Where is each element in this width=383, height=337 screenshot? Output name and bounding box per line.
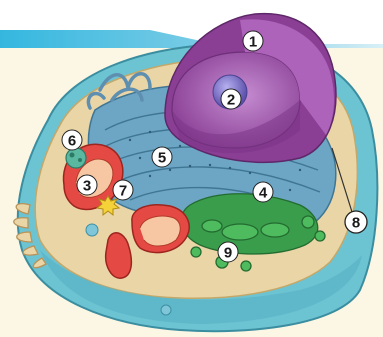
- label-3-number: 3: [83, 178, 91, 195]
- label-3-badge: 3: [77, 175, 97, 195]
- mitochondrion-center: [132, 205, 189, 253]
- label-1-number: 1: [249, 34, 257, 51]
- label-5-badge: 5: [152, 147, 172, 167]
- label-6-number: 6: [68, 133, 76, 150]
- label-9-badge: 9: [218, 242, 238, 262]
- label-1-badge: 1: [243, 31, 263, 51]
- label-7-number: 7: [119, 183, 127, 200]
- lysosome: [66, 148, 86, 168]
- label-4-number: 4: [259, 185, 268, 202]
- label-8-badge: 8: [345, 211, 367, 233]
- label-2-badge: 2: [221, 89, 241, 109]
- label-5-number: 5: [158, 150, 166, 167]
- label-8-number: 8: [352, 215, 360, 232]
- label-4-badge: 4: [253, 182, 273, 202]
- label-2-number: 2: [227, 92, 235, 109]
- label-6-badge: 6: [62, 130, 82, 150]
- label-9-number: 9: [224, 245, 232, 262]
- label-7-badge: 7: [113, 180, 133, 200]
